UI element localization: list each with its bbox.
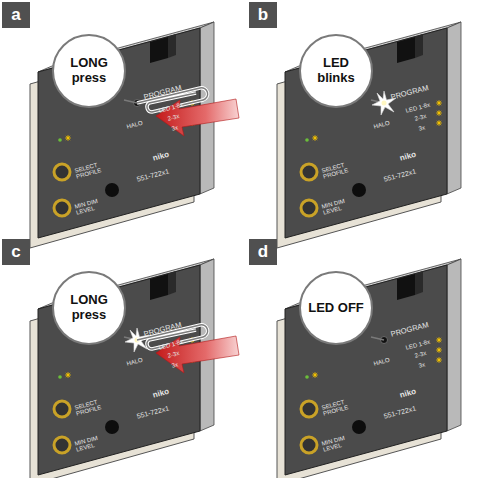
part-number: 551-722x1 [383,167,417,183]
press-arrow [156,336,239,373]
callout-bubble: LONG press [52,34,126,108]
part-number: 551-722x1 [383,404,417,420]
mode-label: 3x [418,361,426,369]
button-label: PROGRAM [390,84,429,102]
node-text: d [258,242,268,262]
node-text: c [11,242,20,262]
panel-letter: b [249,2,277,28]
mode-label: LED 1-8x [405,339,431,352]
button-label: PROGRAM [143,321,182,339]
brand-name: niko [152,151,170,163]
mode-label: 3x [171,361,179,369]
mode-label: HALO [373,357,390,367]
leader-line [124,100,137,103]
node-text: LED OFF [308,301,364,316]
button-label: SELECT PROFILE [74,396,110,417]
node-text: b [258,5,268,25]
mode-label: LED 1-8x [405,102,431,115]
mode-label: HALO [126,120,143,130]
button-label: PROGRAM [143,84,182,102]
dimmer-module [277,259,461,478]
callout-bubble: LED blinks [299,34,373,108]
part-number: 551-722x1 [136,404,170,420]
brand-name: niko [152,388,170,400]
mode-label: HALO [126,357,143,367]
mode-label: 2-3x [167,350,180,359]
brand-name: niko [399,151,417,163]
button-label: SELECT PROFILE [74,159,110,180]
button-label: MIN DIM LEVEL [321,433,355,453]
button-label: SELECT PROFILE [321,159,357,180]
panel-letter: d [249,239,277,265]
leader-line [371,337,384,340]
dimmer-module [30,22,214,248]
panel-letter: c [2,239,30,265]
node-text: a [11,5,20,25]
button-label: PROGRAM [390,321,429,339]
callout-bubble: LED OFF [299,271,373,345]
press-arrow [156,99,239,136]
button-label: MIN DIM LEVEL [74,196,108,216]
mode-label: 2-3x [414,113,427,122]
button-label: SELECT PROFILE [321,396,357,417]
panel-letter: a [2,2,30,28]
mode-label: 2-3x [167,113,180,122]
button-label: MIN DIM LEVEL [74,433,108,453]
mode-label: LED 1-8x [158,102,184,115]
mode-label: LED 1-8x [158,339,184,352]
brand-name: niko [399,388,417,400]
mode-label: HALO [373,120,390,130]
dimmer-module [30,259,214,478]
node-text: LED blinks [305,56,367,86]
part-number: 551-722x1 [136,167,170,183]
mode-label: 3x [418,124,426,132]
node-text: LONG press [58,56,120,86]
node-text: LONG press [58,293,120,323]
mode-label: 2-3x [414,350,427,359]
callout-bubble: LONG press [52,271,126,345]
mode-label: 3x [171,124,179,132]
button-label: MIN DIM LEVEL [321,196,355,216]
dimmer-module [277,22,461,248]
